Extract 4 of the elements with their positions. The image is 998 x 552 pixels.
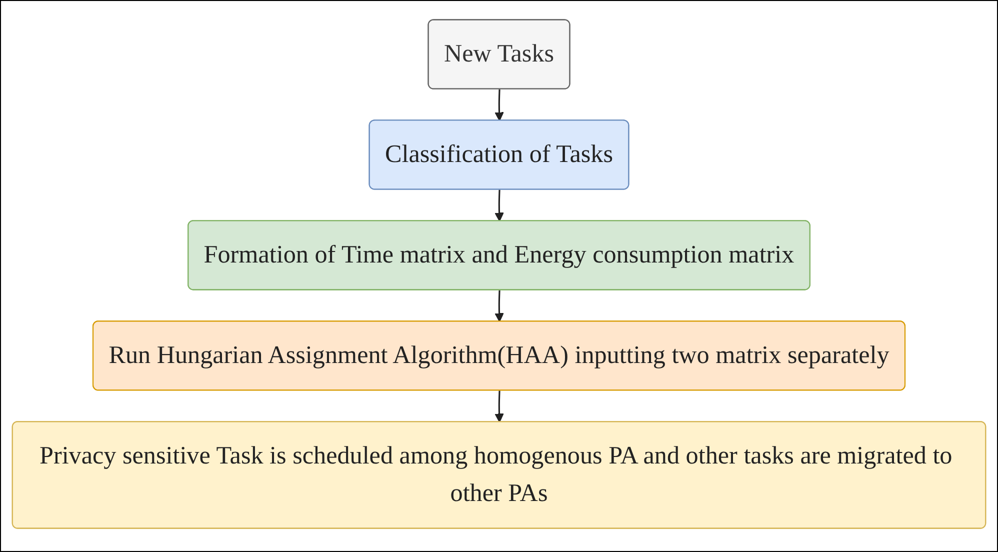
arrow [494, 290, 504, 322]
arrow [494, 189, 504, 222]
arrow [494, 88, 504, 121]
arrow [494, 390, 504, 422]
